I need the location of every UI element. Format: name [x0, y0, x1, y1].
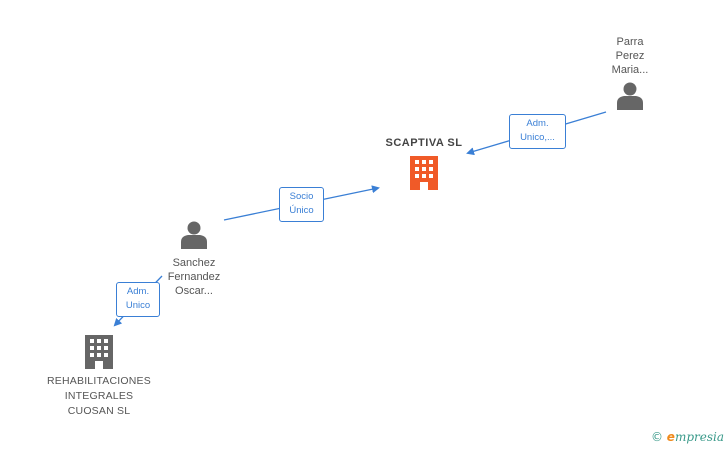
- empresia-watermark: © empresia: [651, 430, 724, 444]
- relation-label-line-2: Unico,...: [520, 132, 555, 143]
- company-name-line-2[interactable]: INTEGRALES: [64, 390, 134, 402]
- relation-label-line-1: Adm.: [526, 118, 549, 129]
- relation-label-line-2: Único: [289, 205, 314, 216]
- company-name[interactable]: SCAPTIVA SL: [385, 137, 463, 149]
- person-name-line-3[interactable]: Maria...: [611, 64, 649, 76]
- person-node-parra[interactable]: Parra Perez Maria...: [590, 35, 670, 111]
- company-name-line-1[interactable]: REHABILITACIONES: [47, 375, 151, 387]
- copyright-icon: ©: [650, 430, 663, 444]
- company-name-line-3[interactable]: CUOSAN SL: [67, 405, 131, 417]
- brand-rest: mpresia: [674, 430, 724, 444]
- company-node-scaptiva[interactable]: SCAPTIVA SL: [364, 136, 484, 191]
- person-name-line-1[interactable]: Parra: [616, 36, 644, 48]
- company-node-rehabilitaciones[interactable]: REHABILITACIONES INTEGRALES CUOSAN SL: [28, 334, 170, 419]
- person-node-sanchez[interactable]: Sanchez Fernandez Oscar...: [154, 220, 234, 298]
- person-name-line-2[interactable]: Fernandez: [167, 271, 221, 283]
- brand-initial: e: [666, 430, 675, 444]
- person-name-line-1[interactable]: Sanchez: [172, 257, 216, 269]
- person-name-line-3[interactable]: Oscar...: [175, 285, 213, 297]
- building-icon: [85, 335, 113, 369]
- relation-label-adm-unico-sanchez[interactable]: Adm. Unico: [116, 282, 160, 317]
- person-name-line-2[interactable]: Perez: [615, 50, 645, 62]
- person-icon: [181, 221, 207, 249]
- relation-label-adm-unico-parra[interactable]: Adm. Unico,...: [509, 114, 566, 149]
- relation-label-line-1: Socio: [289, 191, 314, 202]
- person-icon: [617, 82, 643, 110]
- relation-label-line-1: Adm.: [126, 286, 150, 297]
- relation-label-socio-unico[interactable]: Socio Único: [279, 187, 324, 222]
- relation-label-line-2: Unico: [125, 300, 151, 311]
- building-icon: [410, 156, 438, 190]
